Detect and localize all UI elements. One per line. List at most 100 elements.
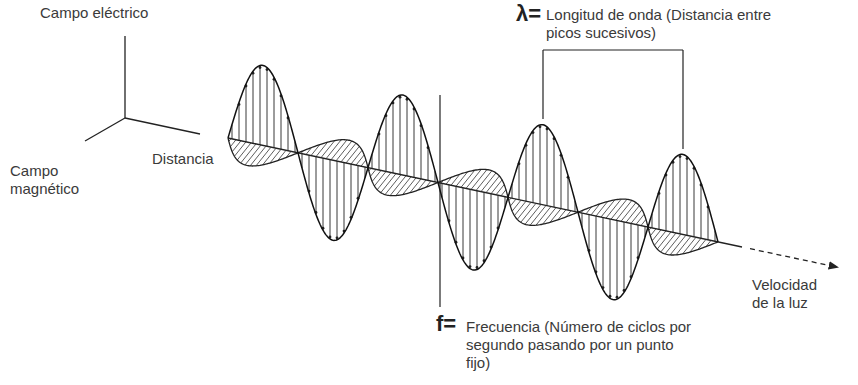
field-vector	[386, 114, 387, 172]
field-vector	[358, 166, 359, 201]
hatch-line	[234, 142, 246, 156]
field-vector	[316, 157, 317, 215]
hatch-line	[650, 229, 656, 236]
field-vector	[456, 186, 457, 244]
hatch-line	[374, 171, 386, 185]
axis-label: Campo eléctrico	[40, 4, 148, 22]
field-vector	[603, 218, 604, 290]
hatch-line	[521, 203, 536, 222]
field-vector	[449, 185, 450, 223]
electric-axis	[124, 36, 125, 118]
axis-label: Campo magnético	[10, 162, 90, 198]
field-vector	[484, 192, 485, 262]
vector-tips	[238, 66, 710, 298]
distance-axis	[125, 118, 200, 134]
hatch-line	[654, 231, 666, 245]
wavelength-label: Longitud de onda (Distancia entre picos …	[546, 6, 776, 42]
field-vector	[708, 205, 709, 240]
field-vector	[596, 216, 597, 274]
bracket-line	[543, 49, 683, 50]
field-vector	[414, 107, 415, 177]
field-vector	[323, 158, 324, 230]
field-vector	[540, 125, 541, 204]
field-vector	[568, 175, 569, 210]
field-vector	[267, 68, 268, 147]
electric-wave	[228, 65, 718, 299]
hatch-line	[514, 201, 526, 215]
hatch-line	[377, 173, 391, 190]
field-vector	[526, 143, 527, 201]
speed-arrow	[750, 249, 838, 268]
field-vector	[701, 183, 702, 238]
field-vector	[274, 77, 275, 147]
field-vector	[659, 191, 660, 229]
field-vector	[260, 66, 261, 145]
frequency-marker	[439, 95, 440, 307]
hatch-line	[517, 202, 531, 219]
field-vector	[589, 215, 590, 253]
wavelength-bracket	[543, 50, 683, 149]
hatch-line	[361, 160, 366, 166]
frequency-label: Frecuencia (Número de ciclos por segundo…	[466, 318, 701, 372]
hatch-line	[657, 232, 671, 249]
bracket-tick	[682, 50, 683, 149]
field-vector	[428, 146, 429, 181]
field-vector	[554, 137, 555, 207]
field-vector	[239, 102, 240, 140]
electric-hatching	[232, 66, 715, 300]
field-vector	[407, 97, 408, 176]
hatch-line	[381, 174, 396, 193]
hatch-line	[346, 146, 359, 163]
propagation-axis	[228, 138, 742, 247]
field-vector	[617, 220, 618, 299]
field-vector	[477, 191, 478, 270]
field-vector	[309, 155, 310, 193]
field-vector	[547, 127, 548, 206]
hatch-line	[510, 199, 516, 206]
field-vector	[421, 124, 422, 179]
field-vector	[666, 173, 667, 231]
hatch-line	[230, 140, 236, 147]
field-vector	[470, 189, 471, 268]
field-vector	[288, 116, 289, 151]
hatch-line	[626, 206, 639, 223]
hatch-line	[351, 150, 362, 164]
axis-label: Distancia	[152, 150, 214, 168]
hatch-line	[481, 173, 496, 192]
symbol-label: λ=	[516, 2, 541, 26]
symbol-label: f=	[436, 312, 456, 336]
hatch-line	[241, 144, 256, 163]
field-vector	[379, 132, 380, 170]
field-vector	[673, 160, 674, 232]
field-vector	[253, 71, 254, 143]
field-vector	[330, 160, 331, 239]
field-vector	[624, 222, 625, 292]
field-vector	[610, 219, 611, 298]
hatch-line	[641, 219, 646, 225]
field-vector	[519, 162, 520, 200]
field-vector	[687, 157, 688, 236]
hatch-line	[370, 169, 376, 176]
field-vector	[400, 95, 401, 174]
field-vector	[463, 188, 464, 260]
hatch-line	[621, 203, 636, 222]
hatch-line	[661, 233, 676, 252]
field-vector	[694, 166, 695, 236]
speed-label: Velocidad de la luz	[752, 276, 837, 312]
field-vector	[680, 155, 681, 234]
field-vector	[561, 153, 562, 208]
field-vector	[491, 194, 492, 249]
field-vector	[344, 163, 345, 233]
field-vector	[533, 131, 534, 203]
hatch-line	[341, 143, 356, 162]
bracket-tick	[542, 50, 543, 119]
hatch-line	[491, 180, 502, 194]
axes	[85, 36, 200, 141]
wave-curves	[228, 65, 718, 299]
field-vector	[631, 223, 632, 278]
field-vector	[246, 84, 247, 142]
field-vector	[498, 195, 499, 230]
field-vector	[281, 94, 282, 149]
hatch-line	[631, 210, 642, 224]
